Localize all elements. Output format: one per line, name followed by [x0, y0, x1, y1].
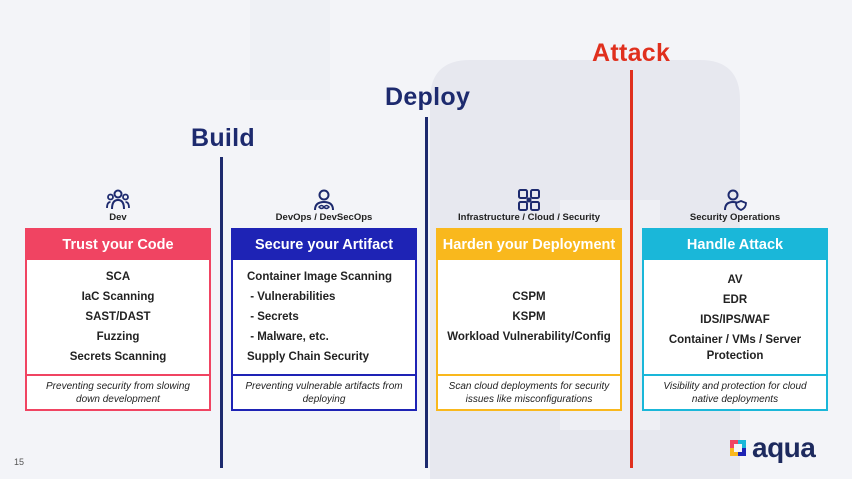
role-label: Dev [109, 212, 127, 223]
list-item: - Vulnerabilities [247, 291, 336, 303]
list-item: Fuzzing [96, 331, 140, 343]
list-item: CSPM [512, 291, 546, 303]
card-footer: Visibility and protection for cloud nati… [663, 380, 807, 405]
phase-title-deploy: Deploy [385, 83, 471, 111]
card-items: CSPM KSPM Workload Vulnerability/Config [438, 260, 620, 376]
phase-title-attack: Attack [592, 39, 671, 67]
attack-divider-line [630, 70, 633, 468]
list-item: EDR [722, 294, 748, 306]
column-header-security-operations: Security Operations [642, 189, 828, 223]
column-header-infrastructure: Infrastructure / Cloud / Security [436, 189, 622, 223]
list-item: Container Image Scanning [247, 271, 393, 283]
list-item: Supply Chain Security [247, 351, 370, 363]
aqua-logo-icon [730, 440, 746, 456]
security-person-icon [724, 189, 747, 211]
list-item: IDS/IPS/WAF [700, 314, 770, 326]
card-handle-attack: Handle Attack AV EDR IDS/IPS/WAF Contain… [642, 228, 828, 411]
card-secure-your-artifact: Secure your Artifact Container Image Sca… [231, 228, 417, 411]
card-trust-your-code: Trust your Code SCA IaC Scanning SAST/DA… [25, 228, 211, 411]
deploy-divider-line [425, 117, 428, 468]
list-item: Secrets Scanning [69, 351, 167, 363]
card-title: Handle Attack [644, 230, 826, 260]
page-number: 15 [14, 457, 25, 467]
card-items: Container Image Scanning - Vulnerabiliti… [233, 260, 415, 376]
list-item: SCA [105, 271, 131, 283]
infrastructure-grid-icon [518, 189, 540, 211]
list-item: Workload Vulnerability/Config [447, 331, 611, 343]
role-label: DevOps / DevSecOps [275, 212, 373, 223]
card-title: Trust your Code [27, 230, 209, 260]
card-items: AV EDR IDS/IPS/WAF Container / VMs / Ser… [644, 260, 826, 376]
list-item: - Secrets [247, 311, 299, 323]
card-title: Harden your Deployment [438, 230, 620, 260]
devops-person-icon [314, 189, 334, 211]
card-footer: Scan cloud deployments for security issu… [448, 380, 610, 405]
aqua-logo: aqua [728, 432, 816, 463]
column-header-devops: DevOps / DevSecOps [231, 189, 417, 223]
column-header-dev: Dev [25, 189, 211, 223]
list-item: KSPM [512, 311, 546, 323]
role-label: Infrastructure / Cloud / Security [458, 212, 600, 223]
list-item: AV [727, 274, 743, 286]
card-title: Secure your Artifact [233, 230, 415, 260]
card-footer: Preventing vulnerable artifacts from dep… [245, 380, 403, 405]
list-item: IaC Scanning [81, 291, 155, 303]
people-icon [106, 189, 130, 210]
card-items: SCA IaC Scanning SAST/DAST Fuzzing Secre… [27, 260, 209, 376]
role-label: Security Operations [689, 212, 781, 223]
list-item: SAST/DAST [85, 311, 151, 323]
card-footer: Preventing security from slowing down de… [46, 380, 190, 405]
build-divider-line [220, 157, 223, 468]
list-item: Container / VMs / Server Protection [668, 334, 802, 362]
list-item: - Malware, etc. [247, 331, 329, 343]
phase-title-build: Build [191, 124, 255, 152]
aqua-logo-text: aqua [752, 432, 816, 463]
card-harden-your-deployment: Harden your Deployment CSPM KSPM Workloa… [436, 228, 622, 411]
